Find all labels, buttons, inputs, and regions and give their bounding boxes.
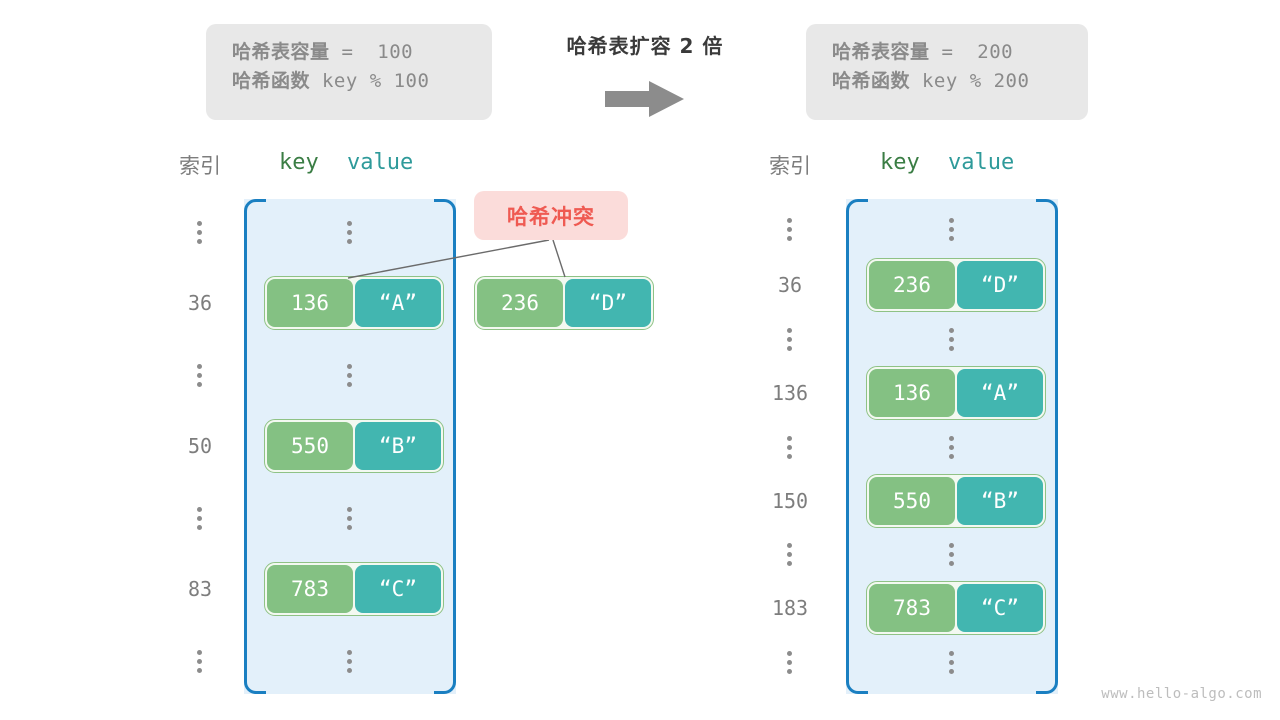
row-ellipsis bbox=[347, 507, 353, 530]
index-label: 50 bbox=[187, 434, 213, 458]
entry-key: 550 bbox=[869, 477, 955, 525]
function-line-before: 哈希函数 key % 100 bbox=[232, 67, 466, 96]
index-ellipsis bbox=[787, 543, 793, 566]
transform-title: 哈希表扩容 2 倍 bbox=[566, 34, 724, 58]
right-value-header: value bbox=[948, 150, 1015, 175]
entry-value: “D” bbox=[957, 261, 1043, 309]
entry-value: “B” bbox=[355, 422, 441, 470]
left-key-header: key bbox=[279, 150, 319, 175]
entry-value: “B” bbox=[957, 477, 1043, 525]
colliding-entry: 236 “D” bbox=[474, 276, 654, 330]
hash-collision-badge: 哈希冲突 bbox=[474, 191, 628, 240]
index-ellipsis bbox=[787, 436, 793, 459]
row-ellipsis bbox=[949, 436, 955, 459]
table-entry: 783“C” bbox=[866, 581, 1046, 635]
capacity-label-before: 哈希表容量 bbox=[232, 41, 330, 63]
table-entry: 236“D” bbox=[866, 258, 1046, 312]
entry-value: “A” bbox=[355, 279, 441, 327]
watermark: www.hello-algo.com bbox=[1101, 686, 1262, 702]
function-label-before: 哈希函数 bbox=[232, 69, 311, 92]
row-ellipsis bbox=[949, 651, 955, 674]
left-value-header: value bbox=[347, 150, 414, 175]
capacity-value-after: = 200 bbox=[929, 41, 1014, 63]
hash-table-params-before: 哈希表容量 = 100 哈希函数 key % 100 bbox=[206, 24, 492, 120]
table-entry: 136“A” bbox=[866, 366, 1046, 420]
function-label-after: 哈希函数 bbox=[832, 69, 911, 92]
colliding-entry-key: 236 bbox=[477, 279, 563, 327]
table-entry: 550“B” bbox=[866, 474, 1046, 528]
entry-value: “A” bbox=[957, 369, 1043, 417]
entry-key: 550 bbox=[267, 422, 353, 470]
entry-key: 236 bbox=[869, 261, 955, 309]
index-ellipsis bbox=[787, 218, 793, 241]
entry-key: 136 bbox=[869, 369, 955, 417]
entry-value: “C” bbox=[355, 565, 441, 613]
row-ellipsis bbox=[347, 221, 353, 244]
index-ellipsis bbox=[197, 221, 203, 244]
capacity-line-before: 哈希表容量 = 100 bbox=[232, 38, 466, 67]
index-ellipsis bbox=[197, 364, 203, 387]
colliding-entry-value: “D” bbox=[565, 279, 651, 327]
table-entry: 550“B” bbox=[264, 419, 444, 473]
function-value-before: key % 100 bbox=[310, 69, 430, 92]
row-ellipsis bbox=[347, 364, 353, 387]
table-entry: 783“C” bbox=[264, 562, 444, 616]
row-ellipsis bbox=[347, 650, 353, 673]
index-label: 83 bbox=[187, 577, 213, 601]
right-index-header: 索引 bbox=[769, 154, 811, 178]
entry-key: 783 bbox=[869, 584, 955, 632]
function-line-after: 哈希函数 key % 200 bbox=[832, 67, 1062, 96]
index-ellipsis bbox=[787, 651, 793, 674]
table-entry: 136“A” bbox=[264, 276, 444, 330]
right-key-header: key bbox=[880, 150, 920, 175]
index-label: 36 bbox=[777, 273, 803, 297]
row-ellipsis bbox=[949, 543, 955, 566]
row-ellipsis bbox=[949, 218, 955, 241]
hash-table-params-after: 哈希表容量 = 200 哈希函数 key % 200 bbox=[806, 24, 1088, 120]
row-ellipsis bbox=[949, 328, 955, 351]
index-ellipsis bbox=[197, 650, 203, 673]
entry-value: “C” bbox=[957, 584, 1043, 632]
entry-key: 136 bbox=[267, 279, 353, 327]
right-arrow-icon bbox=[605, 81, 684, 117]
capacity-value-before: = 100 bbox=[329, 41, 414, 63]
entry-key: 783 bbox=[267, 565, 353, 613]
index-label: 36 bbox=[187, 291, 213, 315]
index-label: 183 bbox=[771, 596, 809, 620]
capacity-label-after: 哈希表容量 bbox=[832, 41, 930, 63]
index-label: 136 bbox=[771, 381, 809, 405]
index-ellipsis bbox=[787, 328, 793, 351]
index-label: 150 bbox=[771, 489, 809, 513]
capacity-line-after: 哈希表容量 = 200 bbox=[832, 38, 1062, 67]
index-ellipsis bbox=[197, 507, 203, 530]
function-value-after: key % 200 bbox=[910, 69, 1030, 92]
left-index-header: 索引 bbox=[179, 154, 221, 178]
